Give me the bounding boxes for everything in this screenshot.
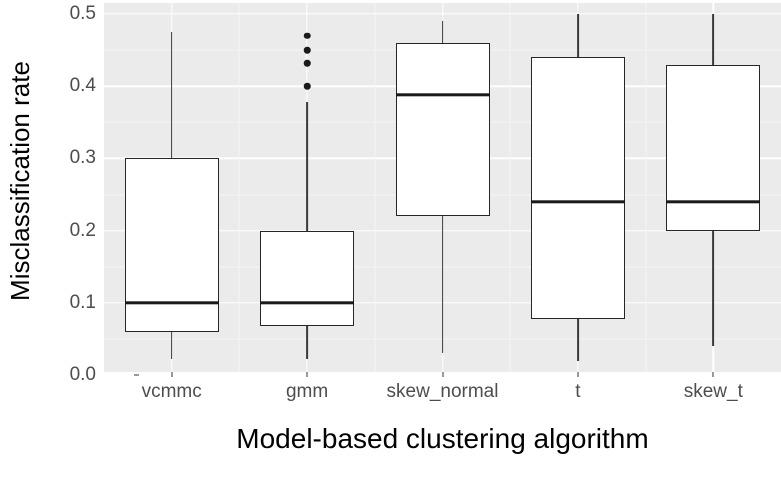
gridline-minor-vertical	[238, 3, 240, 372]
median-line	[260, 301, 355, 305]
box-iqr	[395, 42, 490, 217]
x-axis-tick-mark	[712, 372, 714, 377]
whisker-lower	[170, 331, 173, 360]
whisker-lower	[441, 216, 444, 354]
x-axis-tick-mark	[442, 372, 443, 377]
gridline-minor-vertical	[374, 3, 376, 372]
x-axis-tick-mark	[577, 372, 579, 377]
y-axis-tick-label: 0.0	[69, 364, 96, 385]
y-axis-tick-mark	[134, 374, 139, 376]
median-line	[666, 200, 761, 204]
y-axis-title: Misclassification rate	[5, 61, 35, 301]
whisker-upper	[441, 21, 444, 43]
median-line	[395, 93, 490, 97]
y-axis-tick-label: 0.3	[69, 147, 96, 169]
whisker-lower	[576, 318, 579, 361]
x-axis-tick-label-t: t	[575, 381, 581, 402]
box-iqr	[666, 64, 761, 231]
y-axis-tick-label: 0.2	[69, 219, 96, 241]
y-axis-tick-label: 0.5	[69, 3, 96, 24]
whisker-lower	[306, 325, 308, 360]
x-axis-tick-marks	[104, 372, 781, 380]
x-axis-title: Model-based clustering algorithm	[236, 423, 649, 454]
x-axis-tick-labels: vcmmc gmm skew_normal t skew_t	[104, 381, 781, 409]
x-axis-tick-mark	[306, 372, 308, 377]
whisker-upper	[712, 14, 715, 65]
boxplot-gmm	[104, 3, 781, 372]
whisker-lower	[712, 230, 715, 347]
outlier-point	[303, 32, 311, 39]
outlier-point	[303, 82, 311, 90]
box-iqr	[260, 230, 355, 326]
y-axis-tick-label: 0.1	[69, 291, 96, 313]
boxplot-vcmmc	[104, 3, 781, 372]
median-line	[124, 301, 219, 305]
boxplot-t	[104, 3, 781, 372]
x-axis-tick-label-gmm: gmm	[285, 381, 329, 402]
whisker-upper	[576, 14, 579, 58]
boxplot-skew_normal	[104, 3, 781, 372]
median-line	[530, 200, 625, 204]
y-axis-tick-label: 0.4	[69, 75, 96, 97]
gridline-minor-vertical	[645, 3, 647, 372]
outlier-point	[303, 59, 311, 67]
box-iqr	[530, 57, 625, 319]
whisker-upper	[306, 102, 308, 231]
plot-panel	[104, 3, 781, 372]
gridline-minor-vertical	[509, 3, 511, 372]
whisker-upper	[170, 32, 173, 159]
x-axis-tick-label-vcmmc: vcmmc	[141, 381, 202, 402]
x-axis-tick-label-skew_normal: skew_normal	[386, 381, 499, 402]
y-axis-tick-labels: 0.0 0.1 0.2 0.3 0.4 0.5	[36, 0, 139, 385]
y-axis-title-container: Misclassification rate	[0, 0, 40, 378]
x-axis-tick-mark	[171, 372, 173, 377]
boxplot-skew_t	[104, 3, 781, 372]
x-axis-tick-label-skew_t: skew_t	[683, 381, 743, 402]
outlier-point	[303, 46, 311, 54]
